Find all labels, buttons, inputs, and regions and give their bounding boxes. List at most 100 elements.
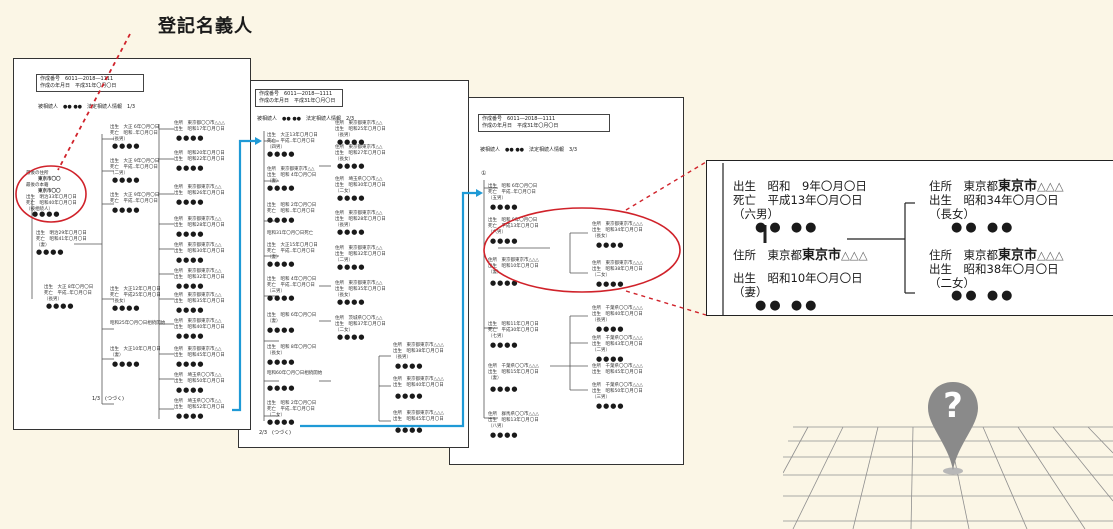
page2-entry: 住所 東京都東京市△△ 出生 昭和27年〇月〇日 （長女） (335, 145, 386, 162)
page2-entry-name: ●●●● (337, 162, 366, 170)
zoom-daughter1-birth: 出生 昭和34年〇月〇日 (929, 193, 1059, 207)
page2-header-date: 作成の年月日 平成31年〇月〇日 (259, 98, 336, 104)
page1-entry: 住所 東京都〇〇市△△△ 出生 昭和17年〇月〇日 (174, 121, 225, 132)
page2-entry-name: ●●●● (267, 216, 296, 224)
page2-entry-name: ●●●● (267, 150, 296, 158)
page2-entry: 住所 茨城県〇〇市△△ 出生 昭和37年〇月〇日 （二女） (335, 316, 386, 333)
page2-entry: 出生 昭和 6年〇月〇日 （妻） (267, 313, 317, 324)
page3-entry-name: ●●●● (490, 341, 519, 349)
page2-entry-name: ●●●● (267, 418, 296, 426)
page2-entry: 出生 昭和 8年〇月〇日 （長女） (267, 345, 317, 356)
page3-entry-name: ●●●● (596, 280, 625, 288)
page3-entry-name: ●●●● (596, 402, 625, 410)
page1-entry: 出生 大正 9年〇月〇日 死亡 平成..年〇月〇日 (110, 193, 160, 204)
zoom-daughter2-name: ●● ●● (951, 288, 1016, 303)
page3-entry-name: ●●●● (490, 203, 519, 211)
page1-entry-name: ●●●● (176, 134, 205, 142)
page2-entry-name: ●●●● (267, 260, 296, 268)
page1-entry: 出生 大正12年〇月〇日 死亡 平成25年〇月〇日 （長女） (110, 287, 161, 304)
zoom-daughter2-address: 住所 東京都東京市△△△ (929, 248, 1064, 263)
page3-header-date: 作成の年月日 平成31年〇月〇日 (482, 123, 559, 129)
page3-entry-name: ●●●● (490, 431, 519, 439)
zoom-son-address-prefix: 住所 東京都 (733, 248, 802, 262)
zoom-daughter2-address-prefix: 住所 東京都 (929, 248, 998, 262)
page1-entry: 住所 東京都東京市△△ 出生 昭和35年〇月〇日 (174, 293, 225, 304)
page2-entry-name: ●●●● (337, 263, 366, 271)
inheritance-chart-page-3: 作成番号 6011―2018―1111 作成の年月日 平成31年〇月〇日 被相続… (449, 97, 684, 465)
page1-entry: 出生 大正 6年〇月〇日 死亡 昭和..年〇月〇日 （長男） (110, 125, 160, 142)
page1-entry-name: ●●●● (112, 142, 141, 150)
page2-entry: 昭和31年〇月〇日死亡 (267, 231, 314, 236)
page2-entry: 住所 東京都東京市△△ 出生 昭和32年〇月〇日 （二男） (335, 246, 386, 263)
page1-entry-name: ●●●● (112, 176, 141, 184)
page2-entry: 出生 大正13年〇月〇日 死亡 平成..年〇月〇日 （四男） (267, 133, 318, 150)
page2-header-number: 作成番号 6011―2018―1111 (259, 91, 333, 97)
page2-entry-name: ●●●● (395, 426, 424, 434)
page2-entry: 住所 東京都東京市△△ 出生 昭和25年〇月〇日 （長男） (335, 121, 386, 138)
page1-entry-name: ●●●● (176, 198, 205, 206)
page1-entry-name: ●●●● (176, 386, 205, 394)
zoom-wife-birth: 出生 昭和10年〇月〇日 (733, 271, 863, 285)
zoom-daughter1-relation: （長女） (929, 207, 975, 221)
page3-entry: 住所 東京都東京市△△△ 出生 昭和10年〇月〇日 （妻） (488, 258, 539, 275)
zoom-wife-name: ●● ●● (755, 298, 820, 313)
zoom-son-address: 住所 東京都東京市△△△ (733, 248, 868, 263)
registered-owner-heading: 登記名義人 (158, 16, 253, 37)
page1-entry-name: ●●●● (176, 412, 205, 420)
page2-entry-name: ●●●● (267, 184, 296, 192)
page3-entry: 住所 群馬県〇〇市△△△ 出生 昭和13年〇月〇日 （八男） (488, 412, 539, 429)
zoom-daughter1-address-suffix: △△△ (1037, 179, 1064, 193)
page1-entry-name: ●●●● (112, 206, 141, 214)
page2-entry-name: ●●●● (337, 228, 366, 236)
page3-entry: 出生 昭和11年〇月〇日 死亡 平成30年〇月〇日 （七男） (488, 322, 539, 339)
page1-entry-name: ●●●● (176, 360, 205, 368)
page2-footer: 2/3 (つづく) (259, 430, 291, 436)
page1-entry-name: ●●●● (112, 360, 141, 368)
zoom-son-address-city: 東京市 (802, 248, 842, 263)
page1-entry: 住所 東京都東京市△△ 出生 昭和45年〇月〇日 (174, 347, 225, 358)
page2-header-box: 作成番号 6011―2018―1111 作成の年月日 平成31年〇月〇日 (255, 89, 343, 107)
zoom-daughter2-address-city: 東京市 (998, 248, 1038, 263)
map-pin-question-mark: ? (943, 386, 963, 426)
page1-entry: 出生 大正 9年〇月〇日 死亡 平成..年〇月〇日 （二男） (110, 159, 160, 176)
page3-entry: 出生 昭和 6年〇月〇日 死亡 平成..年〇月〇日 （五男） (488, 184, 538, 201)
page1-entry-name: ●●●● (176, 164, 205, 172)
page1-entry-name: ●●●● (46, 302, 75, 310)
zoom-daughter2-birth: 出生 昭和38年〇月〇日 (929, 262, 1059, 276)
page3-entry: 住所 千葉県〇〇市△△△ 出生 昭和43年〇月〇日 （二男） (592, 336, 643, 353)
zoom-daughter1-address-city: 東京市 (998, 179, 1038, 194)
page2-entry: 昭和60年〇月〇日相続開始 (267, 371, 323, 376)
page3-entry: 住所 東京都東京市△△△ 出生 昭和38年〇月〇日 （二女） (592, 261, 643, 278)
page2-entry-name: ●●●● (267, 358, 296, 366)
page1-entry: 昭和25年〇月〇日相続開始 (110, 321, 166, 326)
page2-entry: 住所 東京都東京市△△ 出生 昭和35年〇月〇日 （長女） (335, 281, 386, 298)
page2-entry: 出生 昭和 2年〇月〇日 死亡 平成..年〇月〇日 （二女） (267, 401, 317, 418)
inheritance-chart-page-1: 作成番号 6011―2018―1111 作成の年月日 平成31年〇月〇日 被相続… (13, 58, 251, 430)
page2-entry: 出生 大正15年〇月〇日 死亡 平成..年〇月〇日 （妻） (267, 243, 318, 260)
page3-entry-name: ●●●● (596, 241, 625, 249)
page1-entry-name: ●●●● (32, 210, 61, 218)
inheritance-chart-page-2: 作成番号 6011―2018―1111 作成の年月日 平成31年〇月〇日 被相続… (238, 80, 469, 448)
page1-entry: 住所 埼玉県〇〇市△△ 出生 昭和52年〇月〇日 (174, 399, 225, 410)
page1-entry: 住所 東京都東京市△△ 出生 昭和40年〇月〇日 (174, 319, 225, 330)
page1-entry-name: ●●●● (112, 304, 141, 312)
page1-entry-name: ●●●● (176, 230, 205, 238)
zoom-wife-relation: （妻） (733, 285, 768, 299)
page2-entry-name: ●●●● (337, 298, 366, 306)
page1-entry: 住所 東京都東京市△△ 出生 昭和26年〇月〇日 (174, 185, 225, 196)
page3-entry: 住所 千葉県〇〇市△△△ 出生 昭和50年〇月〇日 （三男） (592, 383, 643, 400)
zoom-daughter1-address-prefix: 住所 東京都 (929, 179, 998, 193)
zoom-daughter1-address: 住所 東京都東京市△△△ (929, 179, 1064, 194)
page2-entry-name: ●●●● (395, 392, 424, 400)
zoom-son-address-suffix: △△△ (841, 248, 868, 262)
map-pin-icon: ? (924, 378, 982, 478)
page3-entry-name: ●●●● (490, 385, 519, 393)
page2-entry: 住所 埼玉県〇〇市△△ 出生 昭和30年〇月〇日 （二女） (335, 177, 386, 194)
page2-entry-name: ●●●● (267, 326, 296, 334)
page2-entry: 住所 東京都東京市△△ 出生 昭和28年〇月〇日 （長男） (335, 211, 386, 228)
page1-entry: 住所 昭和20年〇月〇日 出生 昭和22年〇月〇日 (174, 151, 225, 162)
page2-entry: 出生 昭和 4年〇月〇日 死亡 平成..年〇月〇日 （三男） (267, 277, 317, 294)
page1-entry: 出生 明治29年〇月〇日 死亡 昭和41年〇月〇日 （妻） (36, 231, 87, 248)
page3-entry-name: ●●●● (596, 355, 625, 363)
page1-footer: 1/3 (つづく) (92, 396, 124, 402)
